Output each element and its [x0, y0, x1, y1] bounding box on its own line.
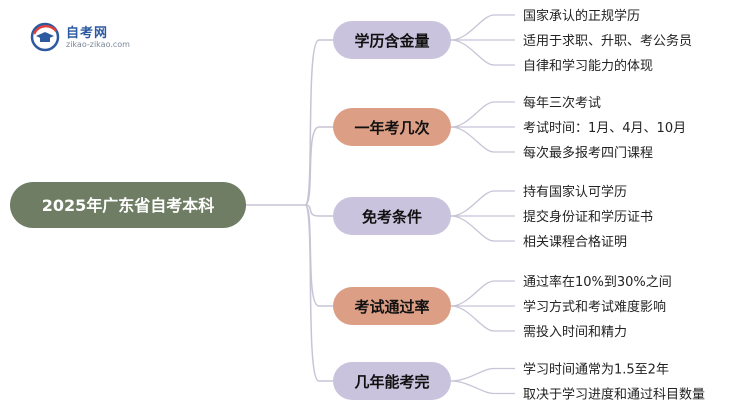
root-node-bg	[10, 182, 246, 228]
branch-connector	[304, 39, 333, 206]
branch-node-label: 一年考几次	[354, 119, 429, 137]
branch-connector	[304, 204, 333, 382]
leaf-node-label: 适用于求职、升职、考公务员	[523, 33, 692, 49]
leaf-node-label: 学习方式和考试难度影响	[523, 299, 666, 315]
leaf-node-label: 国家承认的正规学历	[523, 8, 640, 24]
branch-connector	[304, 204, 333, 217]
branch-node[interactable]: 考试通过率	[333, 287, 451, 325]
branch-node-bg	[333, 21, 451, 59]
leaf-connector	[450, 215, 515, 242]
leaf-node-label: 取决于学习进度和通过科目数量	[523, 387, 705, 403]
leaf-connector	[450, 39, 515, 66]
leaf-connector	[450, 190, 515, 217]
connector-lines	[246, 14, 515, 395]
map-nodes: 2025年广东省自考本科学历含金量国家承认的正规学历适用于求职、升职、考公务员自…	[10, 8, 705, 403]
leaf-node-label: 学习时间通常为1.5至2年	[523, 362, 669, 378]
leaf-node-label: 每次最多报考四门课程	[523, 145, 653, 161]
leaf-node-label: 自律和学习能力的体现	[523, 58, 653, 74]
branch-node-bg	[333, 197, 451, 235]
leaf-node-label: 持有国家认可学历	[523, 184, 627, 200]
site-logo[interactable]: 自考网 zikao-zikao.com	[30, 20, 150, 54]
branch-node-label: 几年能考完	[354, 373, 429, 391]
leaf-connector	[450, 380, 515, 395]
root-node[interactable]: 2025年广东省自考本科	[10, 182, 246, 228]
branch-node-bg	[333, 362, 451, 400]
branch-node[interactable]: 免考条件	[333, 197, 451, 235]
leaf-connector	[450, 367, 515, 382]
branch-connector	[304, 126, 333, 206]
leaf-connector	[450, 305, 515, 332]
branch-node[interactable]: 学历含金量	[333, 21, 451, 59]
root-node-label: 2025年广东省自考本科	[42, 196, 215, 215]
leaf-node-label: 提交身份证和学历证书	[523, 209, 653, 225]
leaf-node-label: 相关课程合格证明	[523, 234, 627, 250]
branch-node-label: 考试通过率	[354, 298, 429, 316]
branch-node-bg	[333, 287, 451, 325]
leaf-connector	[450, 14, 515, 41]
logo-domain: zikao-zikao.com	[66, 40, 130, 49]
leaf-connector	[450, 126, 515, 153]
leaf-connector	[450, 101, 515, 128]
branch-node-label: 学历含金量	[354, 32, 429, 50]
leaf-node-label: 考试时间：1月、4月、10月	[523, 121, 686, 136]
branch-node[interactable]: 一年考几次	[333, 108, 451, 146]
leaf-node-label: 通过率在10%到30%之间	[523, 274, 672, 290]
logo-name: 自考网	[66, 26, 109, 41]
graduation-cap-icon	[30, 22, 60, 52]
branch-node-bg	[333, 108, 451, 146]
leaf-connector	[450, 280, 515, 307]
branch-node-label: 免考条件	[362, 208, 422, 226]
leaf-node-label: 每年三次考试	[523, 95, 601, 111]
branch-node[interactable]: 几年能考完	[333, 362, 451, 400]
leaf-node-label: 需投入时间和精力	[523, 324, 627, 340]
